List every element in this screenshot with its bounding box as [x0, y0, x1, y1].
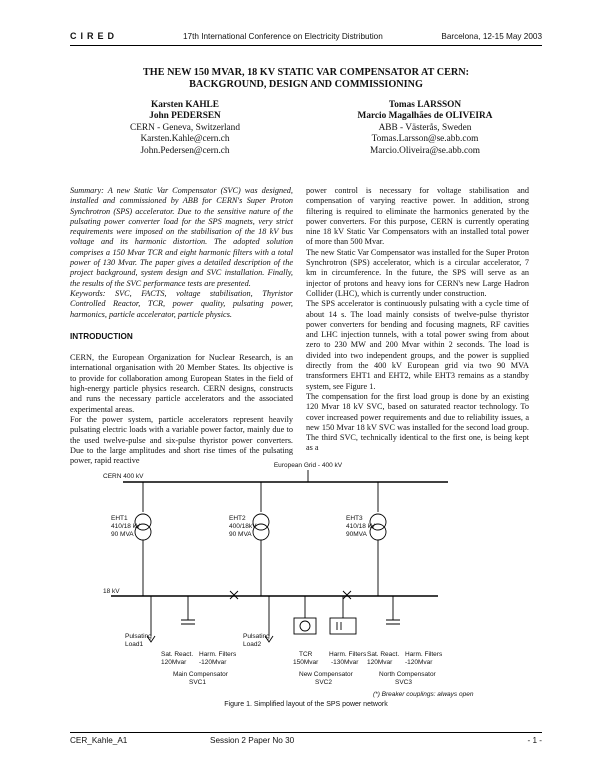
paper-title: THE NEW 150 MVAR, 18 KV STATIC VAR COMPE… — [70, 67, 542, 91]
eht3-label: EHT3 — [346, 515, 363, 522]
svc1-label: Harm. Filters — [199, 651, 237, 658]
load2-label: Load2 — [243, 641, 261, 648]
paragraph: The new Static Var Compensator was insta… — [306, 247, 530, 298]
power-network-diagram: European Grid - 400 kV CERN 400 kV 18 kV… — [103, 462, 474, 698]
svc2-id: SVC2 — [315, 679, 332, 686]
paragraph: CERN, the European Organization for Nucl… — [70, 353, 293, 414]
bus-18kv-label: 18 kV — [103, 588, 120, 595]
svc1-id: SVC1 — [189, 679, 206, 686]
eht2-winding — [252, 513, 270, 531]
session-info: Session 2 Paper No 30 — [210, 736, 295, 745]
figure-caption: Figure 1. Simplified layout of the SPS p… — [224, 701, 388, 708]
svc1-label: -120Mvar — [199, 659, 227, 666]
svc3-label: Harm. Filters — [405, 651, 443, 658]
load2-arrow — [264, 635, 274, 643]
paragraph: power control is necessary for voltage s… — [306, 186, 529, 247]
svc3-label: 120Mvar — [367, 659, 393, 666]
load1-arrow — [146, 635, 156, 643]
page-header: CIRED 17th International Conference on E… — [70, 31, 542, 45]
title-line-2: BACKGROUND, DESIGN AND COMMISSIONING — [189, 79, 423, 90]
svc1-label: 120Mvar — [161, 659, 187, 666]
right-column: power control is necessary for voltage s… — [306, 186, 529, 454]
author-email: Karsten.Kahle@cern.ch — [140, 134, 230, 145]
paragraph: For the power system, particle accelerat… — [70, 414, 293, 466]
abstract: Summary: A new Static Var Compensator (S… — [70, 186, 293, 288]
svc3-id: SVC3 — [395, 679, 412, 686]
page-footer: CER_Kahle_A1 Session 2 Paper No 30 - 1 - — [70, 736, 542, 748]
footer-rule — [70, 732, 542, 733]
load1-label: Pulsating — [125, 633, 152, 640]
tcr-box — [293, 617, 317, 635]
authors-right: Tomas LARSSON Marcio Magalhães de OLIVEI… — [335, 100, 515, 157]
section-heading: INTRODUCTION — [70, 331, 133, 341]
svc3-label: Sat. React. — [367, 651, 399, 658]
svc2-label: 150Mvar — [293, 659, 319, 666]
eht1-winding — [134, 513, 152, 531]
author-affiliation: ABB - Västerås, Sweden — [378, 122, 472, 133]
svc2-label: Harm. Filters — [329, 651, 367, 658]
keywords: Keywords: SVC, FACTS, voltage stabilisat… — [70, 288, 293, 319]
tcr-reactor — [299, 620, 311, 632]
svc1-filter-symbol — [181, 619, 195, 625]
eht1-label: 90 MVA — [111, 531, 134, 538]
paragraph: The compensation for the first load grou… — [306, 391, 529, 453]
paragraph: The SPS accelerator is continuously puls… — [306, 299, 529, 391]
author-email: Tomas.Larsson@se.abb.com — [371, 134, 479, 145]
eht1-label: 410/18 kV — [111, 523, 141, 530]
conference-name: 17th International Conference on Electri… — [183, 32, 383, 41]
svc2-label: TCR — [299, 651, 313, 658]
conference-brand: CIRED — [70, 31, 119, 41]
eht3-label: 410/18 kV — [346, 523, 376, 530]
left-column: Summary: A new Static Var Compensator (S… — [70, 186, 293, 466]
page-number: - 1 - — [527, 736, 542, 745]
paper-code: CER_Kahle_A1 — [70, 736, 128, 745]
author-affiliation: CERN - Geneva, Switzerland — [130, 122, 240, 133]
svc3-filter-symbol — [386, 619, 400, 625]
svc3-label: -120Mvar — [405, 659, 433, 666]
load1-label: Load1 — [125, 641, 143, 648]
title-line-1: THE NEW 150 MVAR, 18 KV STATIC VAR COMPE… — [143, 67, 469, 78]
grid-label: European Grid - 400 kV — [274, 462, 343, 469]
coupling-breaker — [229, 590, 239, 600]
filter-box — [329, 617, 357, 635]
eht3-winding — [369, 513, 387, 531]
author-email: John.Pedersen@cern.ch — [140, 145, 230, 156]
load2-label: Pulsating — [243, 633, 270, 640]
svc3-title: North Compensator — [379, 671, 437, 678]
author-name: John PEDERSEN — [149, 111, 221, 122]
author-name: Marcio Magalhães de OLIVEIRA — [357, 111, 493, 122]
eht2-label: 90 MVA — [229, 531, 252, 538]
eht1-label: EHT1 — [111, 515, 128, 522]
header-rule — [70, 45, 542, 46]
coupling-breaker — [342, 590, 352, 600]
eht2-label: EHT2 — [229, 515, 246, 522]
author-email: Marcio.Oliveira@se.abb.com — [369, 145, 480, 156]
bus-400kv-label: CERN 400 kV — [103, 473, 144, 480]
conference-location-date: Barcelona, 12-15 May 2003 — [441, 32, 542, 41]
breaker-note: (*) Breaker couplings: always open — [373, 691, 474, 698]
author-name: Tomas LARSSON — [388, 100, 462, 110]
eht2-label: 400/18kV — [229, 523, 257, 530]
svc1-title: Main Compensator — [173, 671, 229, 678]
svc2-title: New Compensator — [299, 671, 354, 678]
author-name: Karsten KAHLE — [151, 100, 219, 110]
svc2-label: -130Mvar — [331, 659, 359, 666]
svc1-label: Sat. React. — [161, 651, 193, 658]
eht3-label: 90MVA — [346, 531, 367, 538]
authors-left: Karsten KAHLE John PEDERSEN CERN - Genev… — [100, 100, 270, 157]
